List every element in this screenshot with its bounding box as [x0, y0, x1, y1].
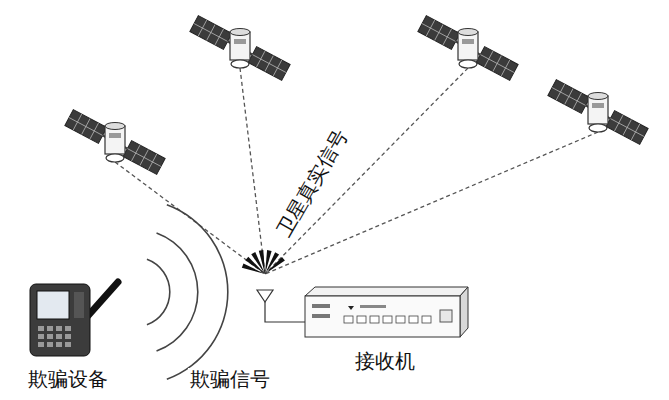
signal-wedge	[259, 250, 265, 274]
signal-label: 欺骗信号	[188, 368, 272, 390]
signal-fan	[242, 250, 285, 274]
satellite-dish	[589, 124, 607, 132]
satellite-body	[105, 126, 125, 154]
signal-line	[240, 68, 265, 274]
satellite-body	[458, 32, 478, 60]
node-figure	[6, 276, 130, 358]
satellite-body	[230, 32, 250, 60]
antenna-cable	[265, 302, 306, 322]
spoof-wave	[156, 232, 198, 351]
satellite-dish	[459, 60, 477, 68]
satellite-dish	[106, 154, 124, 162]
antenna	[257, 290, 273, 302]
signal-wedge	[265, 257, 285, 274]
receiver-front	[305, 296, 460, 337]
solar-panels	[65, 110, 165, 175]
device-antenna	[86, 282, 118, 318]
signal-line	[265, 68, 468, 274]
node-figure	[298, 284, 472, 340]
receiver: 接收机	[294, 284, 476, 375]
satellite	[65, 110, 165, 175]
satellite	[190, 16, 290, 81]
spoof-wave	[167, 204, 229, 380]
satellite	[548, 80, 648, 145]
device-screen	[37, 291, 69, 319]
node-label: 欺骗设备	[2, 366, 134, 393]
satellite-body	[588, 96, 608, 124]
device-body	[30, 284, 90, 356]
spoof-wave	[147, 259, 171, 326]
spoofing-device: 欺骗设备	[2, 276, 134, 393]
receiver-top	[305, 287, 468, 296]
signal-label: 卫星真实信号	[271, 124, 352, 242]
solar-panels	[418, 16, 518, 81]
solar-panels	[190, 16, 290, 81]
satellite-dish	[231, 60, 249, 68]
node-label: 接收机	[294, 348, 476, 375]
satellite	[418, 16, 518, 81]
solar-panels	[548, 80, 648, 145]
